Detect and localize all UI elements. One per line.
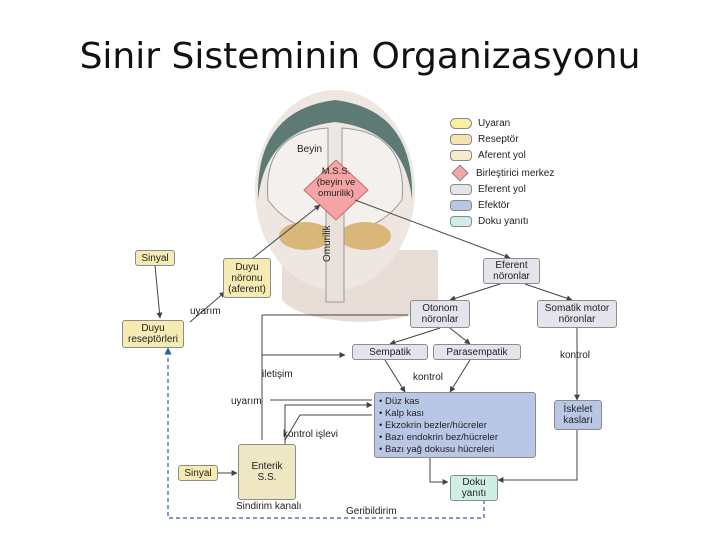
control-label-mid: kontrol	[413, 372, 444, 383]
legend-label: Aferent yol	[478, 150, 526, 161]
effector-item: Kalp kası	[379, 408, 531, 420]
feedback-label: Geribildirim	[346, 506, 397, 517]
spinal-cord-label: Omurilik	[322, 225, 333, 262]
sympathetic-box: Sempatik	[352, 344, 428, 360]
effector-item: Bazı yağ dokusu hücreleri	[379, 444, 531, 456]
legend-label: Doku yanıtı	[478, 216, 529, 227]
legend-swatch-icon	[450, 200, 472, 211]
legend-item-tissue-response: Doku yanıtı	[450, 216, 529, 227]
control-function-label: kontrol işlevi	[283, 429, 339, 440]
cns-label: M.S.S. (beyin ve omurilik)	[316, 166, 356, 199]
legend-swatch-icon	[450, 184, 472, 195]
somatic-motor-neurons-box: Somatik motor nöronlar	[537, 300, 617, 328]
signal-box-top: Sinyal	[135, 250, 175, 266]
legend-item-receptor: Reseptör	[450, 134, 519, 145]
legend-label: Efektör	[478, 200, 510, 211]
legend-item-effector: Efektör	[450, 200, 510, 211]
page-title: Sinir Sisteminin Organizasyonu	[79, 36, 641, 77]
legend-swatch-icon	[450, 134, 472, 145]
digestive-tract-label: Sindirim kanalı	[236, 501, 302, 512]
communication-label: iletişim	[262, 369, 293, 380]
effector-item: Düz kas	[379, 396, 531, 408]
legend-diamond-icon	[451, 164, 469, 182]
legend-swatch-icon	[450, 216, 472, 227]
legend-swatch-icon	[450, 150, 472, 161]
effector-item: Bazı endokrin bez/hücreler	[379, 432, 531, 444]
legend-label: Birleştirici merkez	[476, 167, 555, 179]
legend-label: Eferent yol	[478, 184, 526, 195]
legend-swatch-icon	[450, 118, 472, 129]
sensory-neuron-box: Duyu nöronu (aferent)	[223, 258, 271, 298]
stimulus-label-mid: uyarım	[231, 396, 262, 407]
signal-box-bottom: Sinyal	[178, 465, 218, 481]
tissue-response-box: Doku yanıtı	[450, 475, 498, 501]
stimulus-label-top: uyarım	[190, 306, 221, 317]
parasympathetic-box: Parasempatik	[433, 344, 521, 360]
effector-item: Ekzokrin bezler/hücreler	[379, 420, 531, 432]
head-illustration	[255, 90, 438, 322]
effector-list: Düz kas Kalp kası Ekzokrin bezler/hücrel…	[374, 392, 536, 458]
autonomic-neurons-box: Otonom nöronlar	[410, 300, 470, 328]
efferent-neurons-box: Eferent nöronlar	[483, 258, 540, 284]
brain-label: Beyin	[297, 144, 323, 155]
legend-item-stimulus: Uyaran	[450, 118, 510, 129]
skeletal-muscles-box: İskelet kasları	[554, 400, 602, 430]
legend-item-afferent: Aferent yol	[450, 150, 526, 161]
legend-label: Uyaran	[478, 118, 511, 129]
control-label-right: kontrol	[560, 350, 591, 361]
legend-item-integrator: Birleştirici merkez	[450, 164, 555, 182]
sensory-receptors-box: Duyu reseptörleri	[122, 320, 184, 348]
legend-item-efferent: Eferent yol	[450, 184, 526, 195]
legend-label: Reseptör	[478, 134, 519, 145]
feedback-line	[164, 347, 485, 519]
enteric-ns-box: Enterik S.S.	[238, 444, 296, 500]
